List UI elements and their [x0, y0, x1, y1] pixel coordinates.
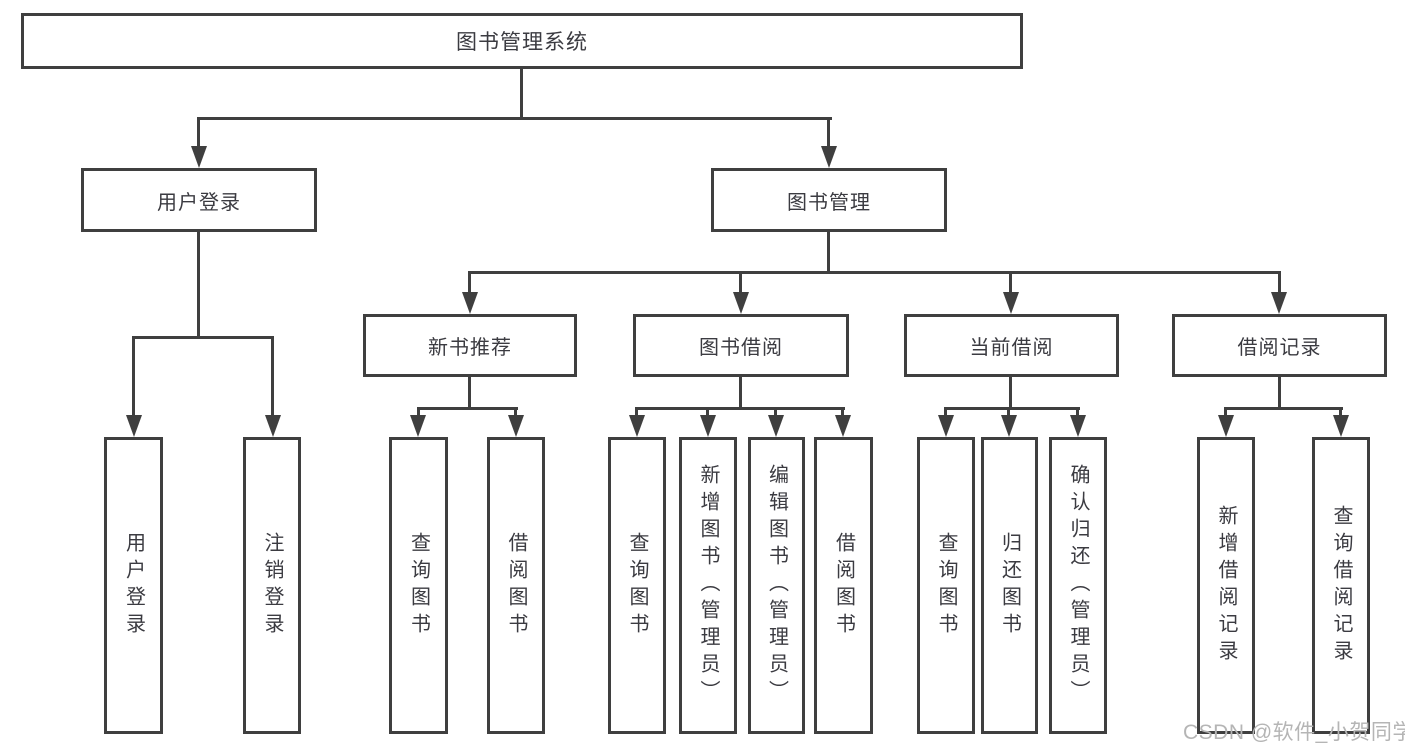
arrowhead-down-icon [768, 415, 784, 437]
arrowhead-down-icon [191, 146, 207, 168]
arrowhead-down-icon [508, 415, 524, 437]
arrowhead-down-icon [462, 292, 478, 314]
connector-line [635, 407, 638, 421]
leaf-borrow-books: 借阅图书 [814, 437, 873, 734]
leaf-user-login: 用户登录 [104, 437, 163, 734]
arrowhead-down-icon [700, 415, 716, 437]
arrowhead-down-icon [1271, 292, 1287, 314]
node-library-management-system: 图书管理系统 [21, 13, 1023, 69]
arrowhead-down-icon [265, 415, 281, 437]
connector-line [739, 377, 742, 410]
connector-line [706, 407, 709, 421]
connector-line [197, 117, 200, 150]
arrowhead-down-icon [821, 146, 837, 168]
connector-line [132, 336, 135, 419]
leaf-borrow-books-recommend: 借阅图书 [487, 437, 545, 734]
arrowhead-down-icon [938, 415, 954, 437]
connector-line [1278, 271, 1281, 297]
leaf-add-borrow-record: 新增借阅记录 [1197, 437, 1255, 734]
leaf-add-books-admin: 新增图书（管理员） [679, 437, 737, 734]
leaf-edit-books-admin: 编辑图书（管理员） [748, 437, 805, 734]
node-book-borrow: 图书借阅 [633, 314, 849, 377]
arrowhead-down-icon [1218, 415, 1234, 437]
connector-line [197, 117, 832, 120]
connector-line [197, 232, 200, 339]
node-borrow-records: 借阅记录 [1172, 314, 1387, 377]
connector-line [468, 377, 471, 410]
leaf-query-books-borrow: 查询图书 [608, 437, 666, 734]
csdn-watermark: CSDN @软件_小贺同学 [1183, 721, 1405, 744]
arrowhead-down-icon [1070, 415, 1086, 437]
connector-line [827, 117, 830, 150]
connector-line [841, 407, 844, 421]
connector-line [1009, 377, 1012, 410]
arrowhead-down-icon [733, 292, 749, 314]
leaf-logout: 注销登录 [243, 437, 301, 734]
connector-line [514, 407, 517, 421]
connector-line [774, 407, 777, 421]
connector-line [635, 407, 845, 410]
arrowhead-down-icon [126, 415, 142, 437]
connector-line [944, 407, 1080, 410]
connector-line [1224, 407, 1227, 421]
leaf-confirm-return-admin: 确认归还（管理员） [1049, 437, 1107, 734]
arrowhead-down-icon [629, 415, 645, 437]
node-current-borrow: 当前借阅 [904, 314, 1119, 377]
connector-line [739, 271, 742, 297]
node-new-book-recommend: 新书推荐 [363, 314, 577, 377]
connector-line [271, 336, 274, 419]
arrowhead-down-icon [1001, 415, 1017, 437]
leaf-query-books-recommend: 查询图书 [389, 437, 448, 734]
connector-line [1339, 407, 1342, 421]
leaf-query-books-current: 查询图书 [917, 437, 975, 734]
leaf-query-borrow-record: 查询借阅记录 [1312, 437, 1370, 734]
connector-line [1076, 407, 1079, 421]
connector-line [944, 407, 947, 421]
node-user-login: 用户登录 [81, 168, 317, 232]
arrowhead-down-icon [835, 415, 851, 437]
node-book-management: 图书管理 [711, 168, 947, 232]
arrowhead-down-icon [1333, 415, 1349, 437]
connector-line [1224, 407, 1343, 410]
connector-line [468, 271, 471, 297]
connector-line [132, 336, 274, 339]
connector-line [1278, 377, 1281, 410]
connector-line [468, 271, 1281, 274]
connector-line [417, 407, 420, 421]
connector-line [827, 232, 830, 274]
connector-line [1007, 407, 1010, 421]
connector-line [520, 69, 523, 119]
arrowhead-down-icon [410, 415, 426, 437]
connector-line [1009, 271, 1012, 297]
connector-line [417, 407, 518, 410]
leaf-return-books: 归还图书 [981, 437, 1038, 734]
arrowhead-down-icon [1003, 292, 1019, 314]
